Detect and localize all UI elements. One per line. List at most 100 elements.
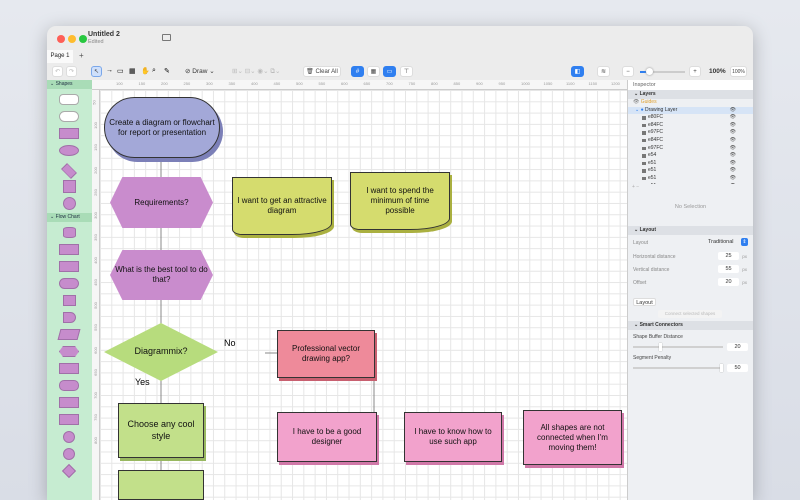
inspector-toggle[interactable]: ◧ xyxy=(571,66,584,77)
v-dist-input[interactable]: 55 xyxy=(718,265,739,274)
terminator-shape[interactable] xyxy=(59,278,79,289)
buffer-input[interactable]: 20 xyxy=(727,343,748,352)
offpage-shape[interactable] xyxy=(63,295,76,306)
text-tool-icon[interactable]: ▭ xyxy=(117,68,124,75)
offset-input[interactable]: 20 xyxy=(718,278,739,287)
summing-junction-shape[interactable] xyxy=(63,431,75,443)
layer-item[interactable]: e51👁 xyxy=(628,183,753,185)
rectangle-shape[interactable] xyxy=(59,128,79,139)
zoom-button[interactable] xyxy=(79,35,87,43)
layer-item[interactable]: e51👁 xyxy=(628,160,753,168)
eye-icon[interactable]: 👁 xyxy=(729,129,736,136)
not-connected-node[interactable]: All shapes are not connected when I'm mo… xyxy=(523,410,622,465)
clear-all-button[interactable]: 🗑 Clear All xyxy=(303,66,341,77)
designer-node[interactable]: I have to be a good designer xyxy=(277,412,377,462)
snap-toggle[interactable]: ▦ xyxy=(367,66,380,77)
layer-item[interactable]: e97FC👁 xyxy=(628,129,753,137)
layout-select[interactable]: Traditional⇕ xyxy=(708,238,748,247)
eye-icon[interactable]: 👁 xyxy=(729,152,736,159)
best-tool-node[interactable]: What is the best tool to do that? xyxy=(110,250,213,300)
drawing-canvas[interactable]: Create a diagram or flowchart for report… xyxy=(100,90,627,500)
doc-node-attractive[interactable]: I want to get an attractive diagram xyxy=(232,177,332,235)
database-shape[interactable] xyxy=(63,227,76,238)
eyedropper-icon[interactable]: ✎ xyxy=(164,68,170,75)
card-shape[interactable] xyxy=(59,397,79,408)
preparation-shape[interactable] xyxy=(59,346,79,357)
connect-selected-button[interactable]: Connect selected shapes xyxy=(658,310,722,319)
layer-item[interactable]: e84FC👁 xyxy=(628,137,753,145)
layer-item[interactable]: e51👁 xyxy=(628,167,753,175)
process-shape[interactable] xyxy=(59,244,79,255)
zoom-tool-icon[interactable]: ⌕ xyxy=(152,67,156,74)
or-shape[interactable] xyxy=(63,448,75,460)
eye-icon[interactable]: 👁 xyxy=(730,183,736,185)
hand-tool-icon[interactable]: ✋ xyxy=(141,68,150,75)
circle-shape[interactable] xyxy=(63,197,76,210)
layer-item[interactable]: e80FC👁 xyxy=(628,114,753,122)
guides-toggle[interactable]: ⊤ xyxy=(400,66,413,77)
cool-style-node[interactable]: Choose any cool style xyxy=(118,403,204,458)
layout-header[interactable]: ⌄ Layout xyxy=(628,226,753,236)
layout-button[interactable]: Layout xyxy=(633,298,656,307)
smart-connectors-header[interactable]: ⌄ Smart Connectors xyxy=(628,321,753,331)
layer-item[interactable]: e54👁 xyxy=(628,152,753,160)
partial-node[interactable] xyxy=(118,470,204,500)
data-shape[interactable] xyxy=(57,329,81,340)
select-tool-icon[interactable]: ↖ xyxy=(91,66,102,77)
drawing-layer[interactable]: ⌄ ● Drawing Layer👁 xyxy=(628,106,753,115)
requirements-node[interactable]: Requirements? xyxy=(110,177,213,228)
start-node[interactable]: Create a diagram or flowchart for report… xyxy=(104,97,220,158)
flowchart-section-header[interactable]: ⌄ Flow Chart xyxy=(47,213,92,222)
add-tab-button[interactable]: + xyxy=(79,51,84,60)
layer-item[interactable]: e97FC👁 xyxy=(628,145,753,153)
redo-button[interactable]: ↷ xyxy=(66,66,77,77)
actual-size-button[interactable]: 100% xyxy=(730,66,747,77)
manual-input-shape[interactable] xyxy=(59,363,79,374)
layer-item[interactable]: e84FC👁 xyxy=(628,122,753,130)
tab-page-1[interactable]: Page 1 xyxy=(47,50,73,63)
grid-toggle[interactable]: # xyxy=(351,66,364,77)
display-shape[interactable] xyxy=(59,380,79,391)
sidebar-toggle-icon[interactable] xyxy=(162,34,171,41)
ruler-toggle[interactable]: ▭ xyxy=(383,66,396,77)
close-button[interactable] xyxy=(57,35,65,43)
undo-button[interactable]: ↶ xyxy=(52,66,63,77)
arrange-icons[interactable]: ⊞⌄ ⊟⌄ ◉⌄ ⧉⌄ xyxy=(232,68,281,75)
eye-icon[interactable]: 👁 xyxy=(729,174,736,181)
predefined-shape[interactable] xyxy=(59,414,79,425)
guides-layer[interactable]: 👁 Guides xyxy=(633,99,657,105)
eye-icon[interactable]: 👁 xyxy=(729,159,736,166)
eye-icon[interactable]: 👁 xyxy=(729,144,736,151)
diamond-shape[interactable] xyxy=(61,163,77,179)
square-shape[interactable] xyxy=(63,180,76,193)
document-shape[interactable] xyxy=(59,261,79,272)
add-remove-layer[interactable]: + − xyxy=(632,184,640,191)
cloud-shape[interactable] xyxy=(59,111,79,122)
eye-icon[interactable]: 👁 xyxy=(729,167,736,174)
zoom-slider[interactable] xyxy=(640,68,685,75)
rounded-rect-shape[interactable] xyxy=(59,94,79,105)
pro-app-node[interactable]: Professional vector drawing app? xyxy=(277,330,375,378)
layer-item[interactable]: e51👁 xyxy=(628,175,753,183)
eye-icon[interactable]: 👁 xyxy=(729,114,736,121)
draw-dropdown[interactable]: ⊘ Draw ⌄ xyxy=(185,68,215,75)
minimize-button[interactable] xyxy=(68,35,76,43)
ellipse-shape[interactable] xyxy=(59,145,79,156)
eye-icon[interactable]: 👁 xyxy=(729,121,736,128)
doc-node-minimum-time[interactable]: I want to spend the minimum of time poss… xyxy=(350,172,450,230)
delay-shape[interactable] xyxy=(63,312,76,323)
collate-shape[interactable] xyxy=(61,463,77,479)
zoom-out-button[interactable]: − xyxy=(622,66,634,77)
penalty-input[interactable]: 50 xyxy=(727,364,748,373)
h-dist-input[interactable]: 25 xyxy=(718,252,739,261)
penalty-slider[interactable] xyxy=(633,364,723,373)
eye-icon[interactable]: 👁 xyxy=(729,136,736,143)
layers-button[interactable]: ≋ xyxy=(597,66,610,77)
know-app-node[interactable]: I have to know how to use such app xyxy=(404,412,502,462)
buffer-slider[interactable] xyxy=(633,343,723,352)
shapes-section-header[interactable]: ⌄ Shapes xyxy=(47,80,92,89)
zoom-in-button[interactable]: + xyxy=(689,66,701,77)
table-tool-icon[interactable]: ▦ xyxy=(129,68,136,75)
connector-tool-icon[interactable]: → xyxy=(106,67,113,74)
layers-header[interactable]: ⌄ Layers xyxy=(628,90,753,99)
